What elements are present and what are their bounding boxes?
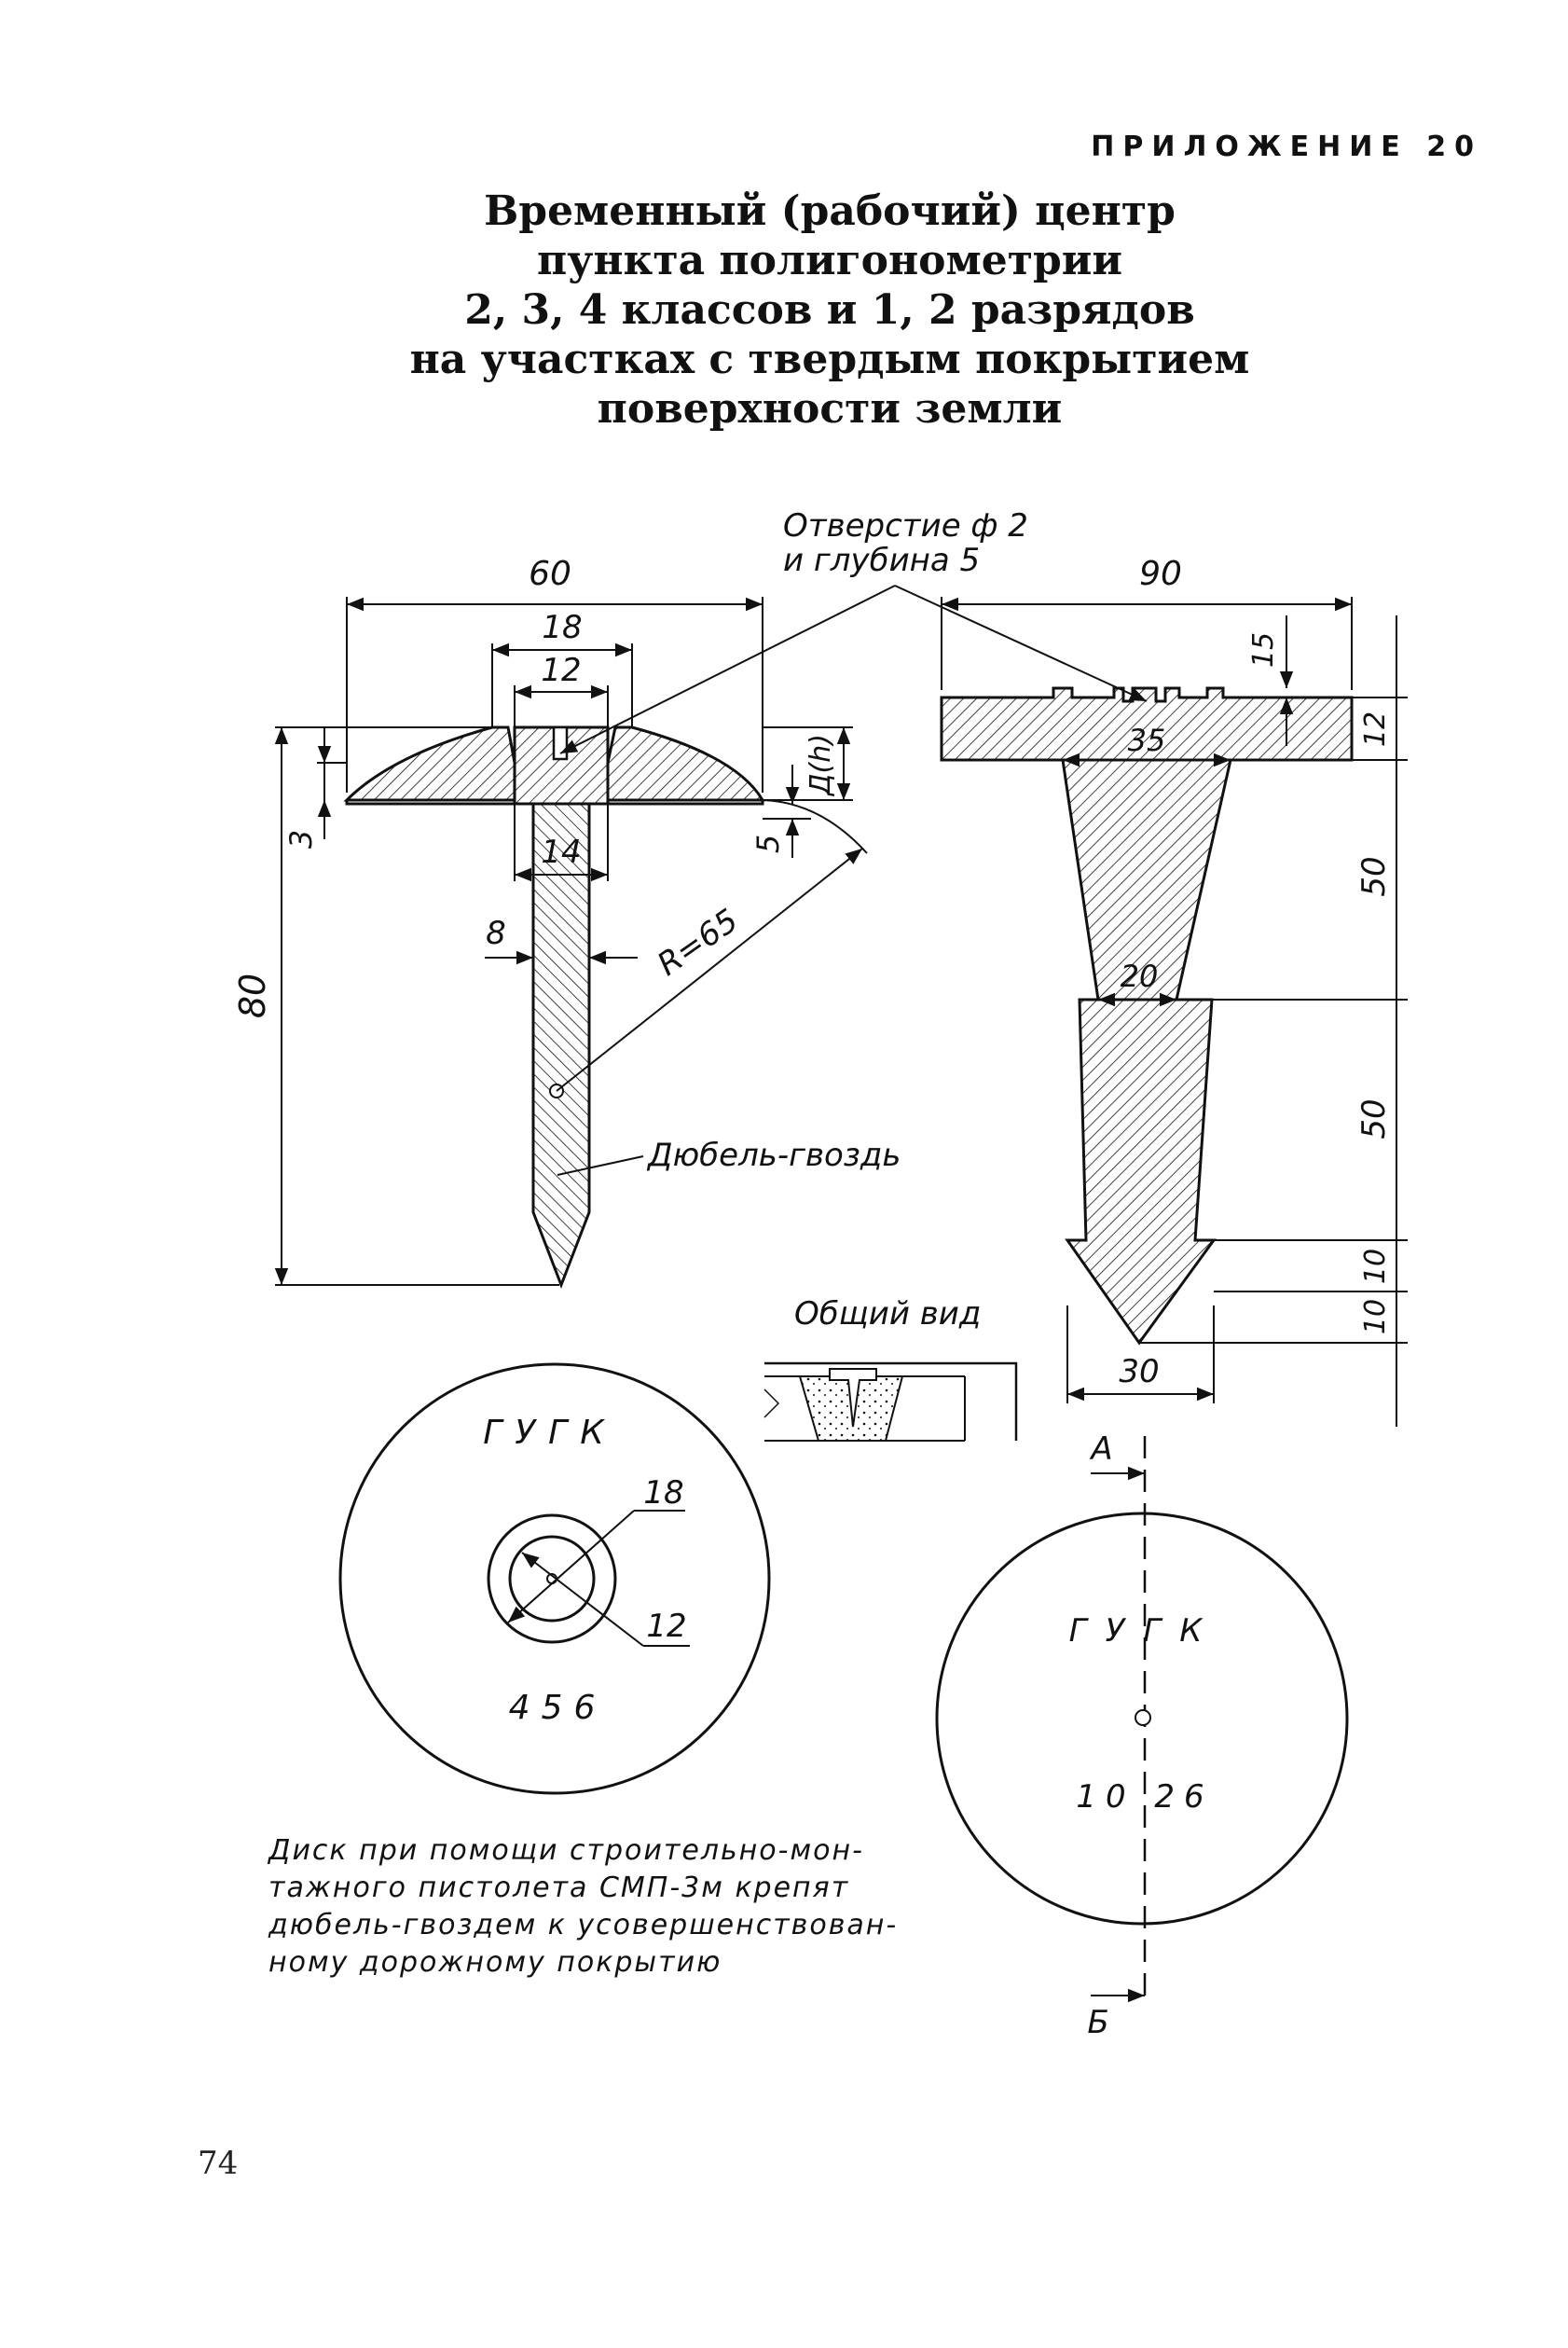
dim-50b: 50 bbox=[1355, 1098, 1393, 1139]
page-number: 74 bbox=[198, 2145, 239, 2182]
dim-18: 18 bbox=[542, 609, 582, 646]
hole-callout-line1: Отверстие ф 2 bbox=[783, 507, 1028, 545]
dim-12: 12 bbox=[541, 652, 581, 689]
dim-10a: 10 bbox=[1359, 1249, 1392, 1284]
left-disc-text-top: ГУГК bbox=[483, 1414, 617, 1452]
dim-5: 5 bbox=[750, 835, 786, 853]
title-line: Временный (рабочий) центр bbox=[484, 187, 1176, 235]
dim-90: 90 bbox=[1139, 555, 1182, 593]
title-line: на участках с твердым покрытием bbox=[409, 336, 1250, 383]
note-line: ному дорожному покрытию bbox=[268, 1946, 722, 1979]
right-disc-text-top: ГУГК bbox=[1069, 1612, 1221, 1650]
dim-80: 80 bbox=[232, 974, 273, 1018]
section-label-b: Б bbox=[1087, 2004, 1108, 2041]
dim-15: 15 bbox=[1247, 632, 1280, 668]
dim-8: 8 bbox=[486, 915, 506, 952]
dim-20: 20 bbox=[1121, 959, 1159, 994]
section-label-a: А bbox=[1089, 1430, 1112, 1468]
dim-35: 35 bbox=[1128, 723, 1166, 758]
appendix-label: ПРИЛОЖЕНИЕ 20 bbox=[1091, 131, 1482, 163]
dim-60: 60 bbox=[529, 555, 571, 593]
note-line: тажного пистолета СМП-3м крепят bbox=[268, 1871, 850, 1904]
note-line: дюбель-гвоздем к усовершенствован- bbox=[268, 1909, 899, 1941]
dim-radius: R=65 bbox=[651, 902, 745, 983]
left-disc-dim-18: 18 bbox=[643, 1474, 683, 1512]
nail-shank bbox=[531, 802, 591, 1290]
document-title: Временный (рабочий) центр пункта полигон… bbox=[317, 186, 1342, 434]
general-view-label: Общий вид bbox=[794, 1295, 981, 1333]
dim-14: 14 bbox=[541, 834, 581, 871]
dim-12-right: 12 bbox=[1359, 711, 1392, 747]
title-line: поверхности земли bbox=[597, 385, 1063, 433]
dim-30: 30 bbox=[1119, 1353, 1159, 1390]
right-disc-text-bottom: 10 26 bbox=[1076, 1778, 1213, 1816]
right-section-view: 90 15 12 35 50 20 50 10 bbox=[940, 555, 1408, 1427]
dim-dh: Д(h) bbox=[805, 734, 837, 797]
right-disc-plan: А Б ГУГК 10 26 bbox=[935, 1430, 1349, 2041]
left-disc-text-bottom: 456 bbox=[509, 1689, 607, 1727]
left-section-view: 60 18 12 14 8 3 bbox=[232, 555, 901, 1290]
dim-10b: 10 bbox=[1359, 1299, 1392, 1334]
dim-3: 3 bbox=[283, 830, 319, 849]
title-line: 2, 3, 4 классов и 1, 2 разрядов bbox=[464, 286, 1195, 334]
nail-label: Дюбель-гвоздь bbox=[646, 1137, 901, 1174]
monument-head bbox=[940, 686, 1354, 762]
monument-lower-cone bbox=[1065, 998, 1217, 1346]
left-disc-plan: ГУГК 456 18 12 bbox=[338, 1362, 771, 1795]
hole-callout-line2: и глубина 5 bbox=[783, 542, 980, 579]
general-view: Общий вид bbox=[763, 1295, 1018, 1442]
dim-50a: 50 bbox=[1355, 856, 1393, 896]
mounting-note: Диск при помощи строительно-мон- тажного… bbox=[268, 1832, 977, 1982]
title-line: пункта полигонометрии bbox=[536, 237, 1123, 284]
left-disc-dim-12: 12 bbox=[646, 1608, 686, 1645]
note-line: Диск при помощи строительно-мон- bbox=[268, 1834, 864, 1867]
